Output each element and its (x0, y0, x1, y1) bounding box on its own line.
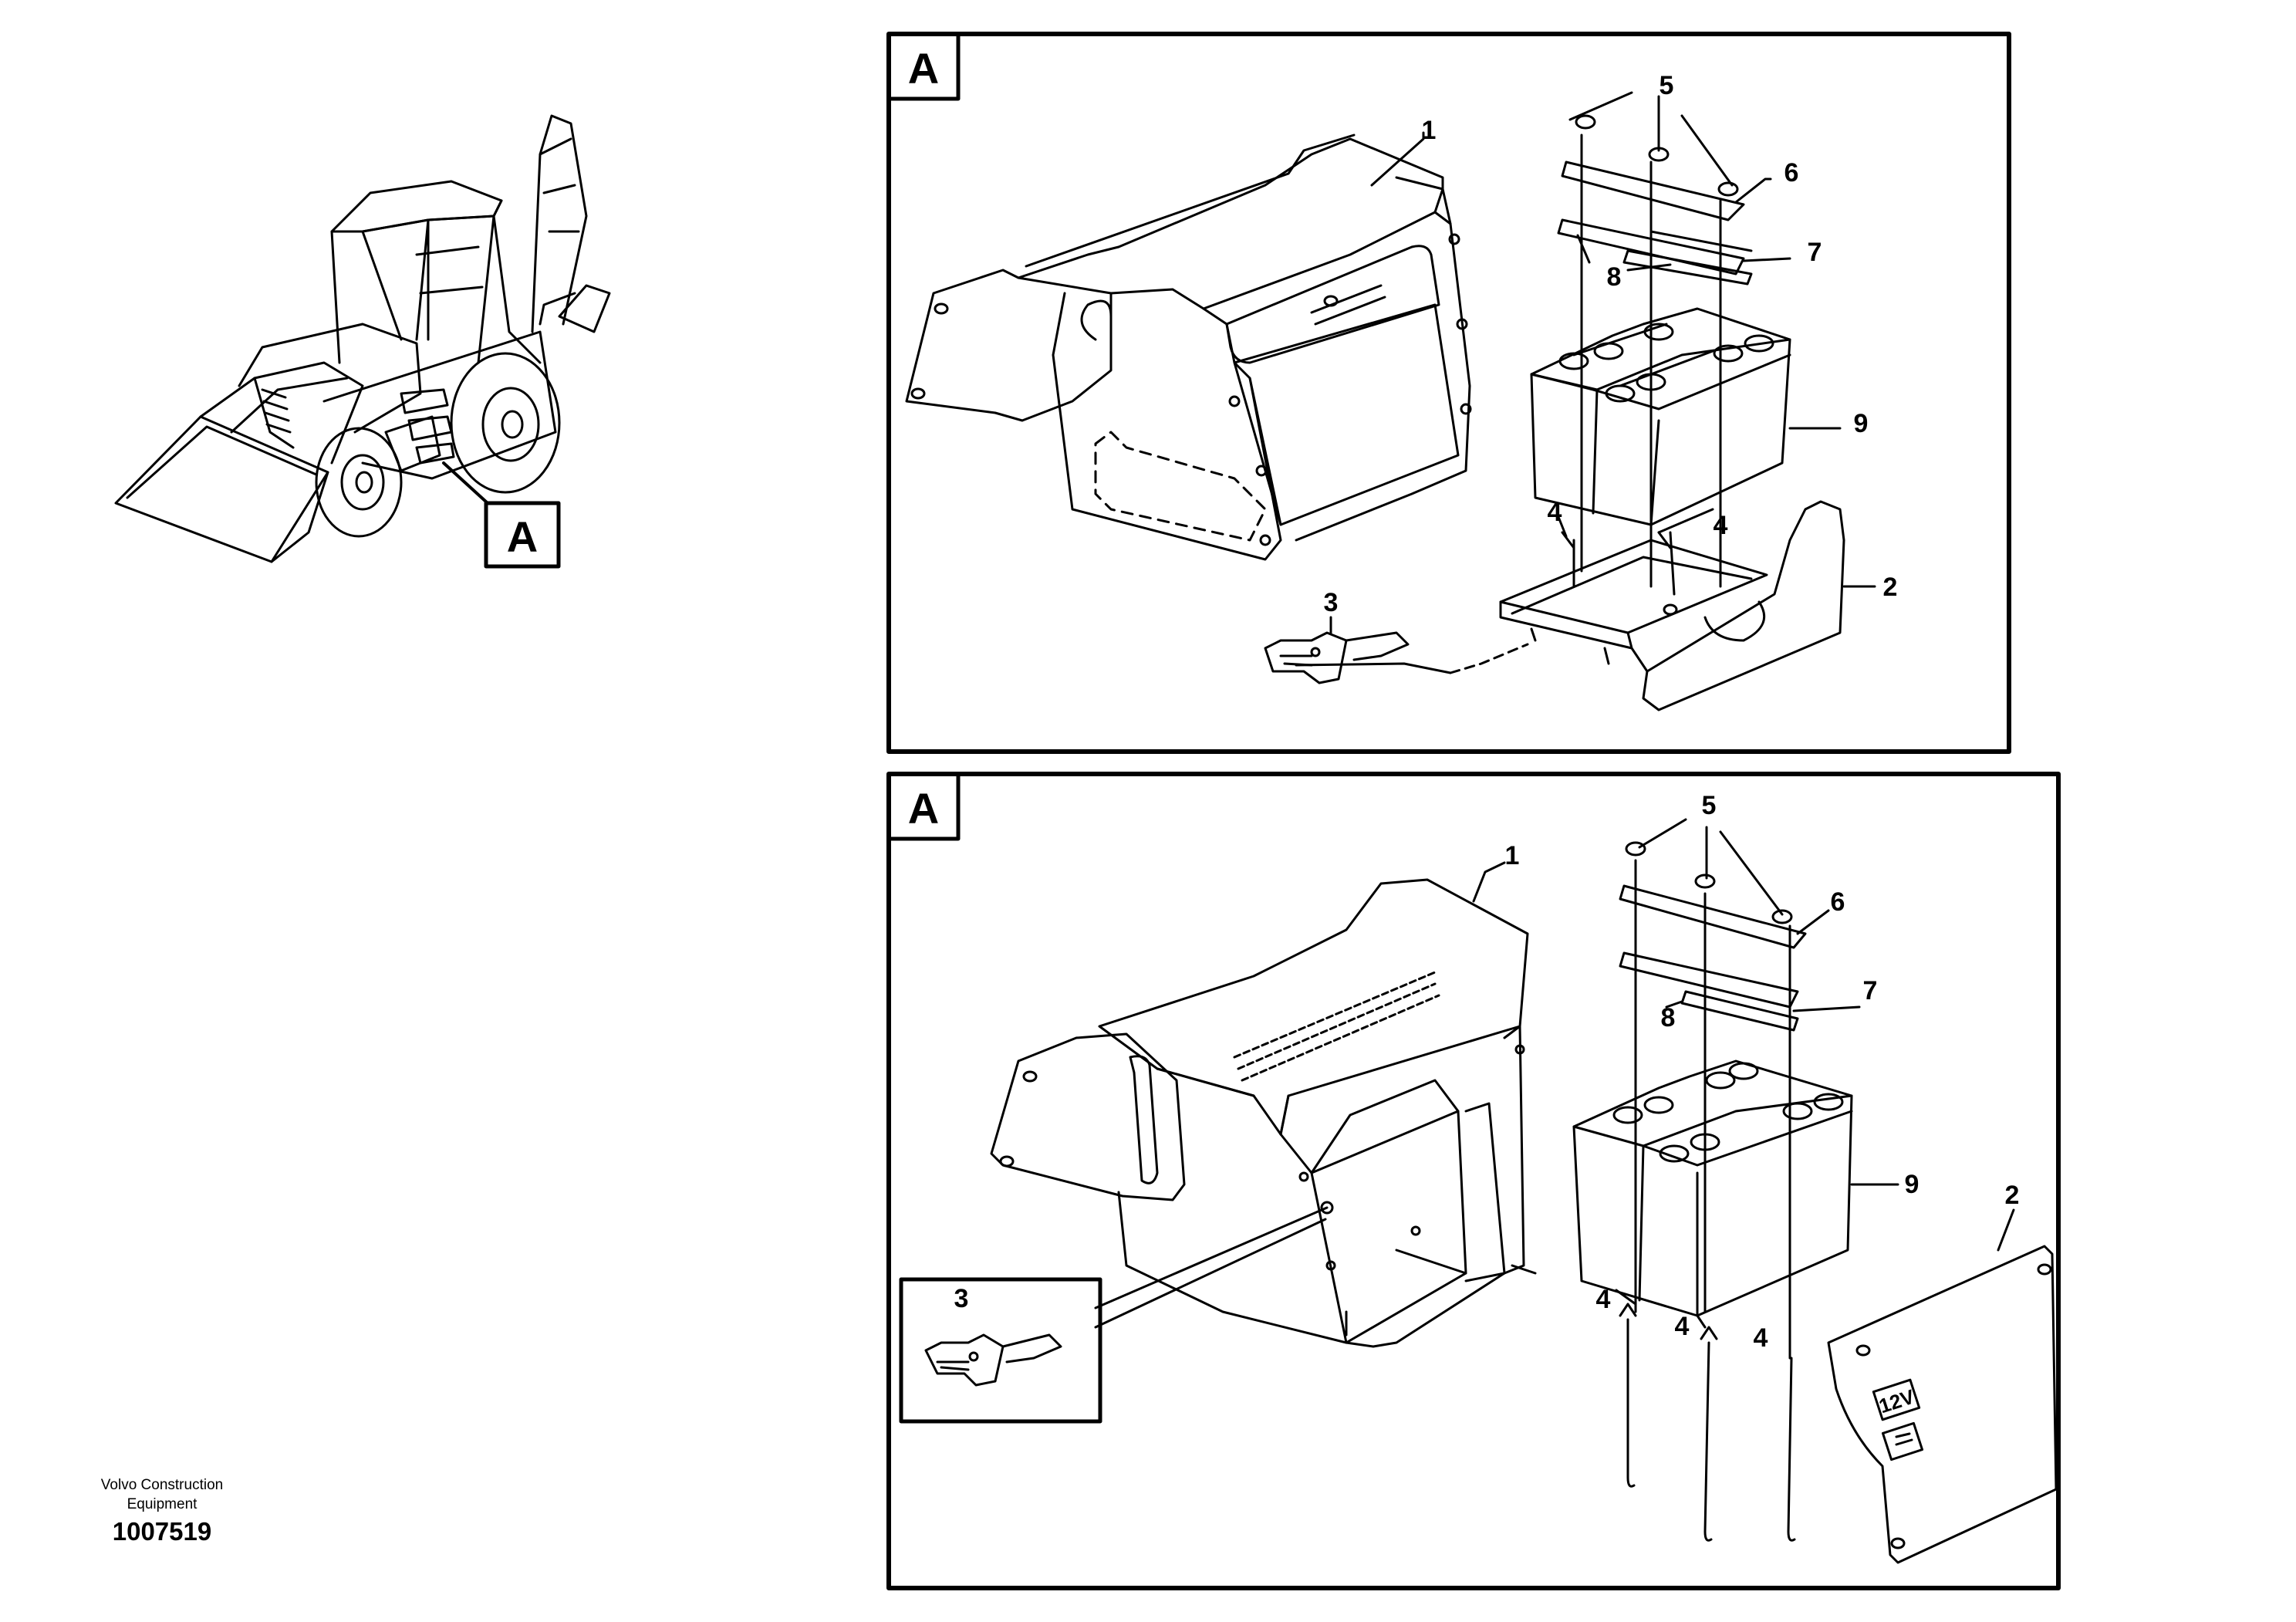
top-hold-down-parts (1557, 114, 1753, 596)
bottom-battery-9 (1572, 1059, 1853, 1317)
bottom-callout-7: 7 (1863, 976, 1878, 1005)
bottom-panel-view-box (886, 772, 961, 841)
bottom-battery-cover-2 (1827, 1245, 2058, 1564)
backhoe-loader-illustration (114, 114, 611, 563)
bottom-callout-4c: 4 (1754, 1323, 1768, 1353)
document-number: 1007519 (112, 1517, 212, 1546)
top-callout-7: 7 (1808, 238, 1822, 267)
top-battery-tray (1295, 539, 1768, 674)
top-callout-2: 2 (1883, 573, 1898, 602)
bottom-connector-detail-box (899, 1277, 1102, 1424)
bottom-callout-6: 6 (1831, 887, 1845, 917)
top-callout-4b: 4 (1714, 511, 1728, 540)
top-callout-8: 8 (1607, 262, 1622, 292)
top-battery-9 (1530, 307, 1791, 526)
bottom-callout-1: 1 (1505, 841, 1520, 870)
cover-12v-marking (1872, 1378, 1921, 1421)
top-panel-frame (886, 32, 2011, 754)
overview-view-label: A (507, 512, 538, 561)
bottom-callout-8: 8 (1661, 1003, 1676, 1032)
bottom-callout-5: 5 (1702, 791, 1717, 820)
company-caption: Volvo Construction Equipment (46, 1475, 278, 1514)
top-battery-box-1 (905, 133, 1472, 561)
bottom-panel-frame (886, 772, 2061, 1590)
company-line-1: Volvo Construction (100, 1477, 224, 1493)
top-callout-9: 9 (1854, 409, 1869, 438)
bottom-callout-3: 3 (954, 1284, 969, 1313)
top-callout-1: 1 (1422, 116, 1437, 145)
bottom-view-label: A (908, 784, 939, 833)
overview-view-box (484, 501, 561, 569)
bottom-callout-4a: 4 (1596, 1285, 1611, 1314)
top-panel-view-box (886, 32, 961, 101)
bottom-callout-4b: 4 (1675, 1312, 1690, 1341)
top-view-label: A (908, 44, 939, 93)
top-callout-3: 3 (1324, 588, 1339, 617)
bottom-connector-3 (924, 1333, 1062, 1387)
battery-symbol-icon (1881, 1421, 1924, 1461)
company-line-2: Equipment (127, 1496, 198, 1512)
bottom-callout-2: 2 (2005, 1181, 2020, 1210)
bottom-hold-down-parts (1619, 841, 1807, 1542)
bottom-callout-9: 9 (1905, 1170, 1920, 1199)
top-connector-3 (1264, 631, 1410, 684)
top-callout-5: 5 (1660, 71, 1674, 100)
bottom-battery-box-1 (990, 878, 1529, 1348)
top-callout-4a: 4 (1548, 498, 1562, 527)
top-battery-cover-2 (1642, 500, 1845, 711)
top-callout-6: 6 (1784, 158, 1799, 188)
